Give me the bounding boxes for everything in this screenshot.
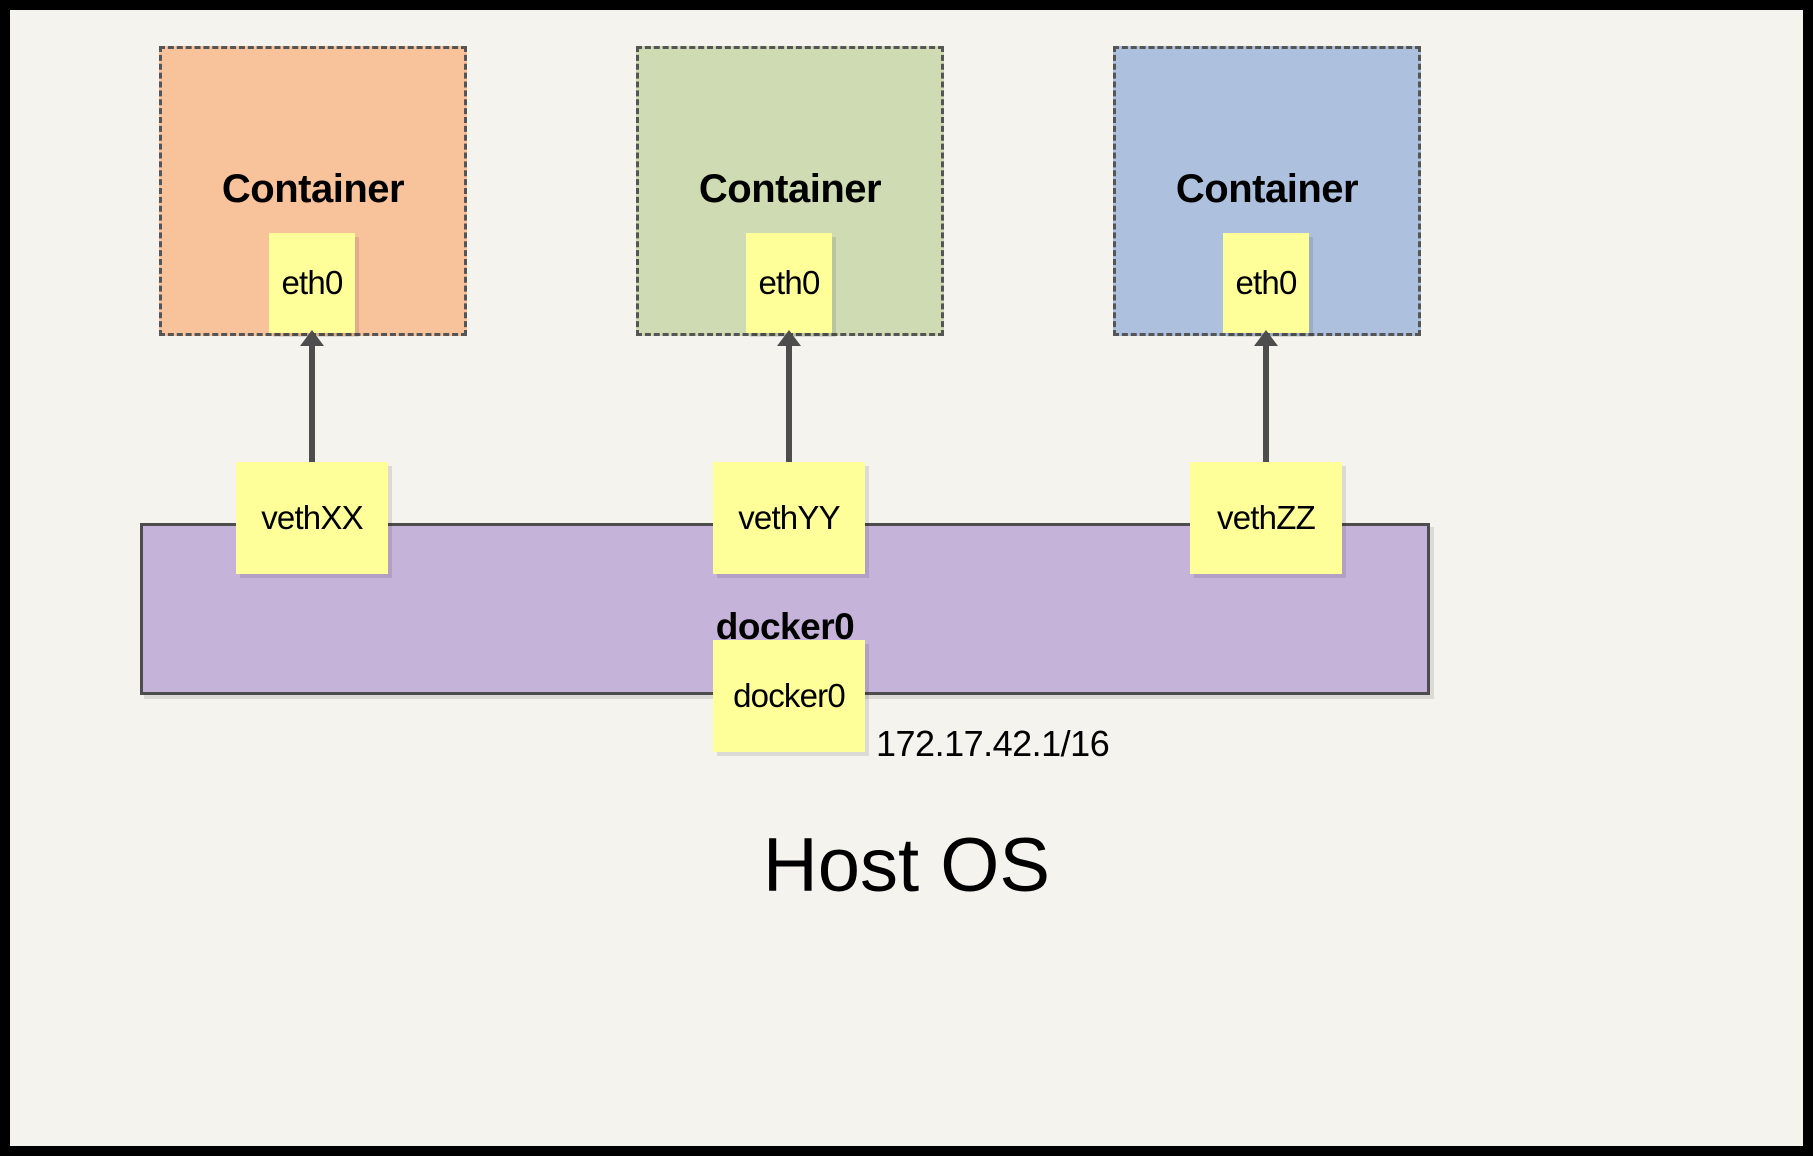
eth0-label-2: eth0 — [758, 264, 820, 301]
eth0-label-3: eth0 — [1235, 264, 1297, 301]
vethyy-label: vethYY — [738, 499, 840, 536]
vethyy-box: vethYY — [713, 462, 865, 574]
vethxx-label: vethXX — [261, 499, 363, 536]
docker0-interface-label: docker0 — [733, 677, 846, 714]
docker0-interface-box: docker0 — [713, 640, 865, 752]
eth0-box-2: eth0 — [746, 233, 832, 333]
container-title-2: Container — [698, 167, 882, 211]
eth0-box-3: eth0 — [1223, 233, 1309, 333]
vethzz-label: vethZZ — [1217, 499, 1316, 536]
eth0-box-1: eth0 — [269, 233, 355, 333]
host-os-panel: Container eth0 Container eth0 Container … — [10, 10, 1803, 1146]
arrow-container-2-to-veth — [777, 330, 801, 480]
container-title-3: Container — [1175, 167, 1359, 211]
docker0-ip-address: 172.17.42.1/16 — [876, 723, 1110, 764]
arrow-container-3-to-veth — [1254, 330, 1278, 480]
eth0-label-1: eth0 — [281, 264, 343, 301]
host-os-caption: Host OS — [762, 823, 1051, 908]
vethzz-box: vethZZ — [1190, 462, 1342, 574]
arrow-container-1-to-veth — [300, 330, 324, 480]
vethxx-box: vethXX — [236, 462, 388, 574]
container-title-1: Container — [221, 167, 405, 211]
